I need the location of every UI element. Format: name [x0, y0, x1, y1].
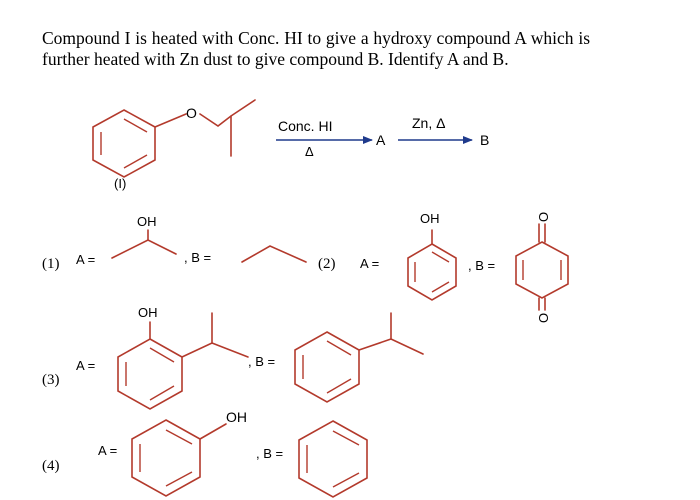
option-2-a-label: A = [360, 256, 379, 271]
option-1-number: (1) [42, 256, 60, 272]
option-1-a-label: A = [76, 252, 95, 267]
option-1-b-label: , B = [184, 250, 211, 265]
compound-i-structure: O (I) [92, 99, 256, 191]
option-2-quinone-o-bottom: O [536, 313, 551, 323]
option-3-b-label: , B = [248, 354, 275, 369]
option-3-oh: OH [138, 305, 158, 320]
option-3[interactable]: (3) A = OH , B = [42, 305, 424, 410]
option-4-number: (4) [42, 458, 60, 474]
option-2-number: (2) [318, 256, 336, 272]
product-b-label: B [480, 132, 489, 148]
heat-symbol-1: Δ [305, 144, 314, 159]
reaction-arrow-2: Zn, Δ [398, 115, 473, 144]
ether-oxygen-label: O [186, 105, 197, 121]
reaction-arrow-1: Conc. HI Δ [276, 118, 373, 159]
option-2-quinone-o-top: O [536, 212, 551, 222]
option-4-a-label: A = [98, 443, 117, 458]
compound-i-label: (I) [114, 176, 126, 191]
option-1-oh: OH [137, 214, 157, 229]
option-2-oh: OH [420, 211, 440, 226]
option-3-number: (3) [42, 372, 60, 388]
option-4-b-label: , B = [256, 446, 283, 461]
reagent-zn-heat: Zn, Δ [412, 115, 445, 131]
option-4-oh: OH [226, 409, 247, 425]
reagent-conc-hi: Conc. HI [278, 118, 332, 134]
option-4[interactable]: (4) A = OH , B = [42, 409, 368, 498]
question-text: Compound I is heated with Conc. HI to gi… [42, 28, 590, 69]
product-a-label: A [376, 132, 386, 148]
option-2[interactable]: (2) A = OH , B = O O [318, 211, 569, 323]
option-1[interactable]: (1) A = OH , B = [42, 214, 307, 272]
option-3-a-label: A = [76, 358, 95, 373]
option-2-b-label: , B = [468, 258, 495, 273]
